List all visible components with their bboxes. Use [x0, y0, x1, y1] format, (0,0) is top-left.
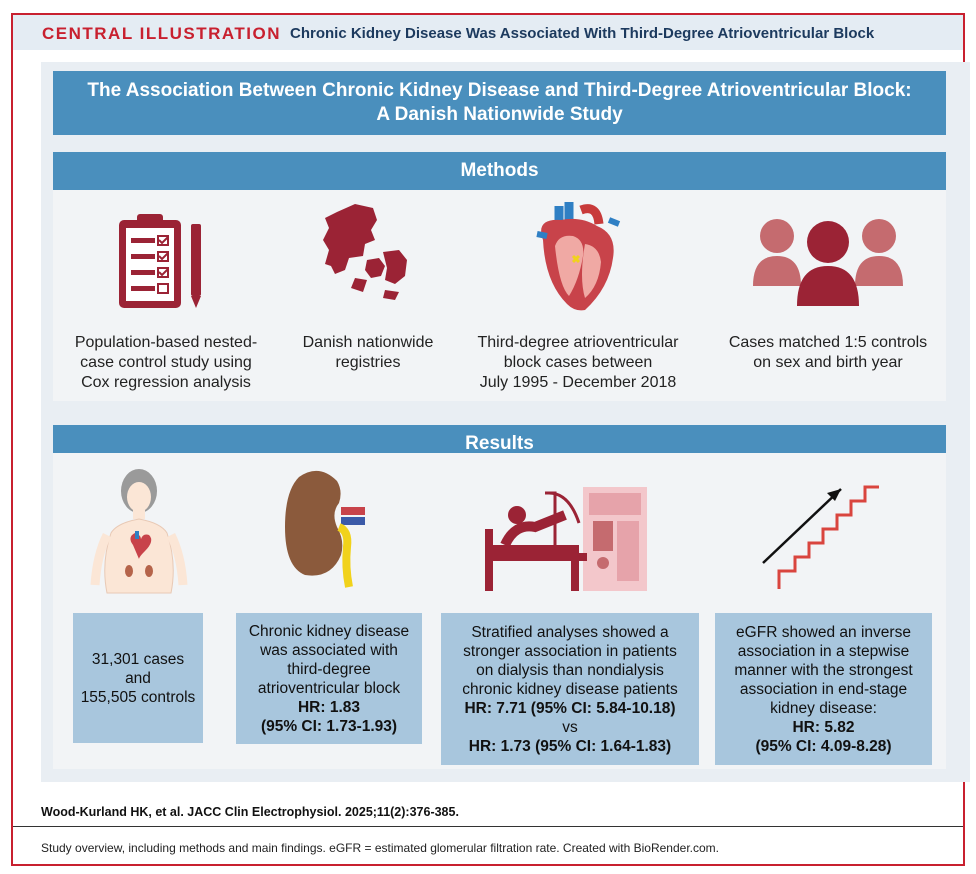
kidney-icon — [285, 470, 365, 588]
header-bar: CENTRAL ILLUSTRATION Chronic Kidney Dise… — [13, 15, 963, 50]
header-kicker: CENTRAL ILLUSTRATION — [42, 24, 282, 43]
people-group-icon — [753, 219, 903, 306]
illustration-panel: The Association Between Chronic Kidney D… — [41, 62, 970, 782]
main-title-line1: The Association Between Chronic Kidney D… — [87, 80, 912, 101]
methods-section: Population-based nested-case control stu… — [53, 190, 946, 401]
dialysis-bed-icon — [485, 487, 647, 591]
methods-heading: Methods — [53, 152, 946, 190]
header-title: Chronic Kidney Disease Was Associated Wi… — [290, 25, 875, 42]
denmark-map-icon — [323, 204, 407, 300]
main-title-line2: A Danish Nationwide Study — [376, 104, 623, 125]
main-title-band: The Association Between Chronic Kidney D… — [53, 71, 946, 135]
stepwise-stairs-arrow-icon — [762, 485, 879, 589]
method-text-1: Population-based nested-case control stu… — [74, 334, 258, 391]
central-illustration-frame: CENTRAL ILLUSTRATION Chronic Kidney Dise… — [11, 13, 970, 866]
divider — [13, 826, 963, 827]
citation: Wood-Kurland HK, et al. JACC Clin Electr… — [41, 805, 459, 819]
clipboard-checklist-icon — [119, 214, 201, 308]
heart-icon — [536, 202, 621, 311]
figure-caption: Study overview, including methods and ma… — [41, 841, 719, 855]
human-body-icon — [90, 469, 188, 594]
